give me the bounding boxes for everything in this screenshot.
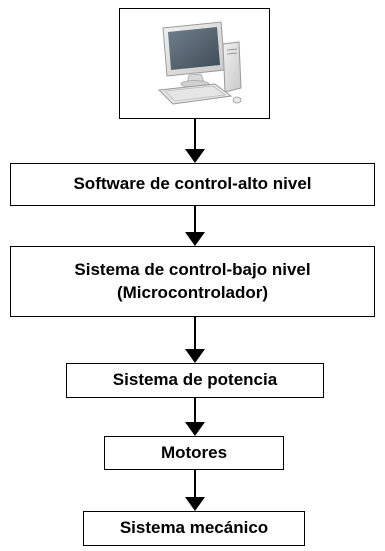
computer-box xyxy=(119,8,270,119)
box-label: Sistema de potencia xyxy=(112,370,278,390)
box-label: Sistema mecánico xyxy=(119,518,269,538)
arrow-4 xyxy=(185,398,205,436)
box-sublabel: (Microcontrolador) xyxy=(116,282,269,302)
motors-box: Motores xyxy=(104,436,284,470)
arrow-3 xyxy=(185,317,205,363)
desktop-computer-icon xyxy=(157,20,242,105)
power-system-box: Sistema de potencia xyxy=(66,363,324,398)
low-level-control-box: Sistema de control-bajo nivel (Microcont… xyxy=(10,246,375,317)
box-label: Software de control-alto nivel xyxy=(73,174,312,194)
arrow-5 xyxy=(185,470,205,511)
box-label: Motores xyxy=(160,442,228,462)
box-label: Sistema de control-bajo nivel xyxy=(74,260,311,280)
arrow-1 xyxy=(185,119,205,163)
mechanical-system-box: Sistema mecánico xyxy=(83,511,305,546)
arrow-2 xyxy=(185,206,205,246)
high-level-software-box: Software de control-alto nivel xyxy=(10,163,375,206)
